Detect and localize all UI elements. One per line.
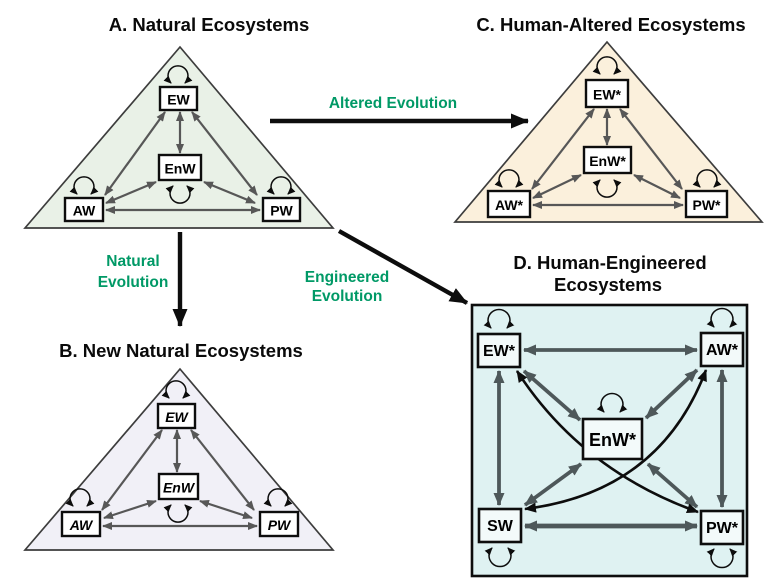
engineered-evolution-label-line1: Engineered <box>305 269 389 286</box>
node-c-enw-label: EnW* <box>589 153 626 169</box>
node-b-enw-label: EnW <box>163 480 196 496</box>
node-d-sw-box <box>477 507 523 544</box>
self-loop-b-ew <box>161 380 191 399</box>
node-a-pw-label: PW <box>270 203 293 219</box>
node-d-pw-label: PW* <box>706 520 739 537</box>
node-a-enw-label: EnW <box>164 161 196 177</box>
self-loop-b-enw <box>163 504 193 523</box>
self-loop-c-pw <box>692 169 722 188</box>
arrow-b-enw-aw <box>103 499 157 520</box>
panel-d-human-engineered-ecosystems: D. Human-Engineered Ecosystems EW* AW* <box>470 252 749 578</box>
node-a-aw: AW <box>63 196 105 223</box>
arrow-a-ew-pw <box>191 111 258 196</box>
arrow-c-enw-aw <box>532 174 582 199</box>
node-b-pw-label: PW <box>268 517 292 533</box>
node-a-pw-box <box>261 196 302 223</box>
transition-engineered-evolution: Engineered Evolution <box>305 229 469 305</box>
self-loop-d-ew <box>483 308 515 329</box>
natural-evolution-label-line2: Evolution <box>98 274 169 291</box>
node-a-pw: PW <box>261 196 302 223</box>
node-b-aw: AW <box>60 510 102 538</box>
self-loop-c-ew <box>592 56 622 75</box>
panel-c-title: C. Human-Altered Ecosystems <box>476 14 745 35</box>
self-loop-a-enw <box>165 185 195 204</box>
node-a-aw-box <box>63 196 105 223</box>
node-c-aw-label: AW* <box>495 197 524 213</box>
panel-c-human-altered-ecosystems: C. Human-Altered Ecosystems EW* EnW* AW*… <box>453 14 764 223</box>
node-c-aw-box <box>486 189 532 219</box>
node-c-pw-label: PW* <box>693 197 722 213</box>
self-loop-b-aw <box>65 488 95 507</box>
node-d-aw-label: AW* <box>706 342 739 359</box>
engineered-evolution-label-line2: Evolution <box>312 288 383 305</box>
node-a-ew-box <box>158 85 199 112</box>
altered-evolution-label: Altered Evolution <box>329 95 457 112</box>
node-b-ew-label: EW <box>165 409 189 425</box>
self-loop-a-pw <box>266 176 296 195</box>
node-c-ew-label: EW* <box>593 87 622 103</box>
arrow-b-ew-aw <box>101 429 163 511</box>
self-loop-c-enw <box>592 179 622 198</box>
panel-a-title: A. Natural Ecosystems <box>109 14 310 35</box>
panel-a-natural-ecosystems: A. Natural Ecosystems EW EnW AW PW <box>23 14 335 229</box>
node-c-enw: EnW* <box>582 145 633 175</box>
node-d-enw-box <box>581 417 644 461</box>
node-d-aw: AW* <box>699 331 745 368</box>
engineered-evolution-arrow <box>337 229 469 305</box>
node-b-pw-box <box>258 510 300 538</box>
node-d-ew-box <box>476 332 522 369</box>
node-c-enw-box <box>582 145 633 175</box>
node-d-pw: PW* <box>699 509 745 546</box>
node-b-ew-box <box>156 402 197 430</box>
node-a-aw-label: AW <box>73 203 96 219</box>
arrow-a-enw-aw <box>105 180 157 205</box>
self-loop-c-aw <box>494 169 524 188</box>
transition-natural-evolution: Natural Evolution <box>98 232 188 327</box>
node-a-enw: EnW <box>157 153 203 182</box>
panel-b-title: B. New Natural Ecosystems <box>59 340 303 361</box>
natural-evolution-label-line1: Natural <box>106 253 159 270</box>
transition-altered-evolution: Altered Evolution <box>270 95 529 129</box>
node-d-sw: SW <box>477 507 523 544</box>
node-d-ew-label: EW* <box>483 343 516 360</box>
self-loop-d-aw <box>706 307 738 328</box>
arrow-d-sw-aw-curve <box>524 369 708 513</box>
node-b-aw-label: AW <box>69 517 94 533</box>
node-c-pw: PW* <box>684 189 729 219</box>
node-c-ew-box <box>584 78 630 109</box>
node-c-pw-box <box>684 189 729 219</box>
arrow-a-enw-pw <box>203 180 256 205</box>
self-loop-d-pw <box>706 548 738 569</box>
panel-d-title-line1: D. Human-Engineered <box>513 252 706 273</box>
self-loop-b-pw <box>263 488 293 507</box>
arrow-b-ew-pw <box>190 429 255 511</box>
node-b-ew: EW <box>156 402 197 430</box>
node-b-enw-box <box>157 472 200 501</box>
node-d-enw-label: EnW* <box>589 430 636 450</box>
node-b-aw-box <box>60 510 102 538</box>
node-a-ew-label: EW <box>167 92 190 108</box>
node-d-enw: EnW* <box>581 417 644 461</box>
arrow-a-ew-aw <box>104 111 166 196</box>
panel-b-new-natural-ecosystems: B. New Natural Ecosystems EW EnW AW PW <box>23 340 335 551</box>
self-loop-d-enw <box>596 392 628 413</box>
panel-d-title-line2: Ecosystems <box>554 274 662 295</box>
node-d-pw-box <box>699 509 745 546</box>
node-c-ew: EW* <box>584 78 630 109</box>
node-d-sw-label: SW <box>487 518 514 535</box>
arrow-c-enw-pw <box>633 174 681 199</box>
node-a-enw-box <box>157 153 203 182</box>
node-d-ew: EW* <box>476 332 522 369</box>
self-loop-a-aw <box>69 176 99 195</box>
node-a-ew: EW <box>158 85 199 112</box>
node-d-aw-box <box>699 331 745 368</box>
self-loop-d-sw <box>484 547 516 568</box>
node-c-aw: AW* <box>486 189 532 219</box>
node-b-pw: PW <box>258 510 300 538</box>
arrow-b-enw-pw <box>199 499 253 520</box>
node-b-enw: EnW <box>157 472 200 501</box>
self-loop-a-ew <box>163 65 193 84</box>
